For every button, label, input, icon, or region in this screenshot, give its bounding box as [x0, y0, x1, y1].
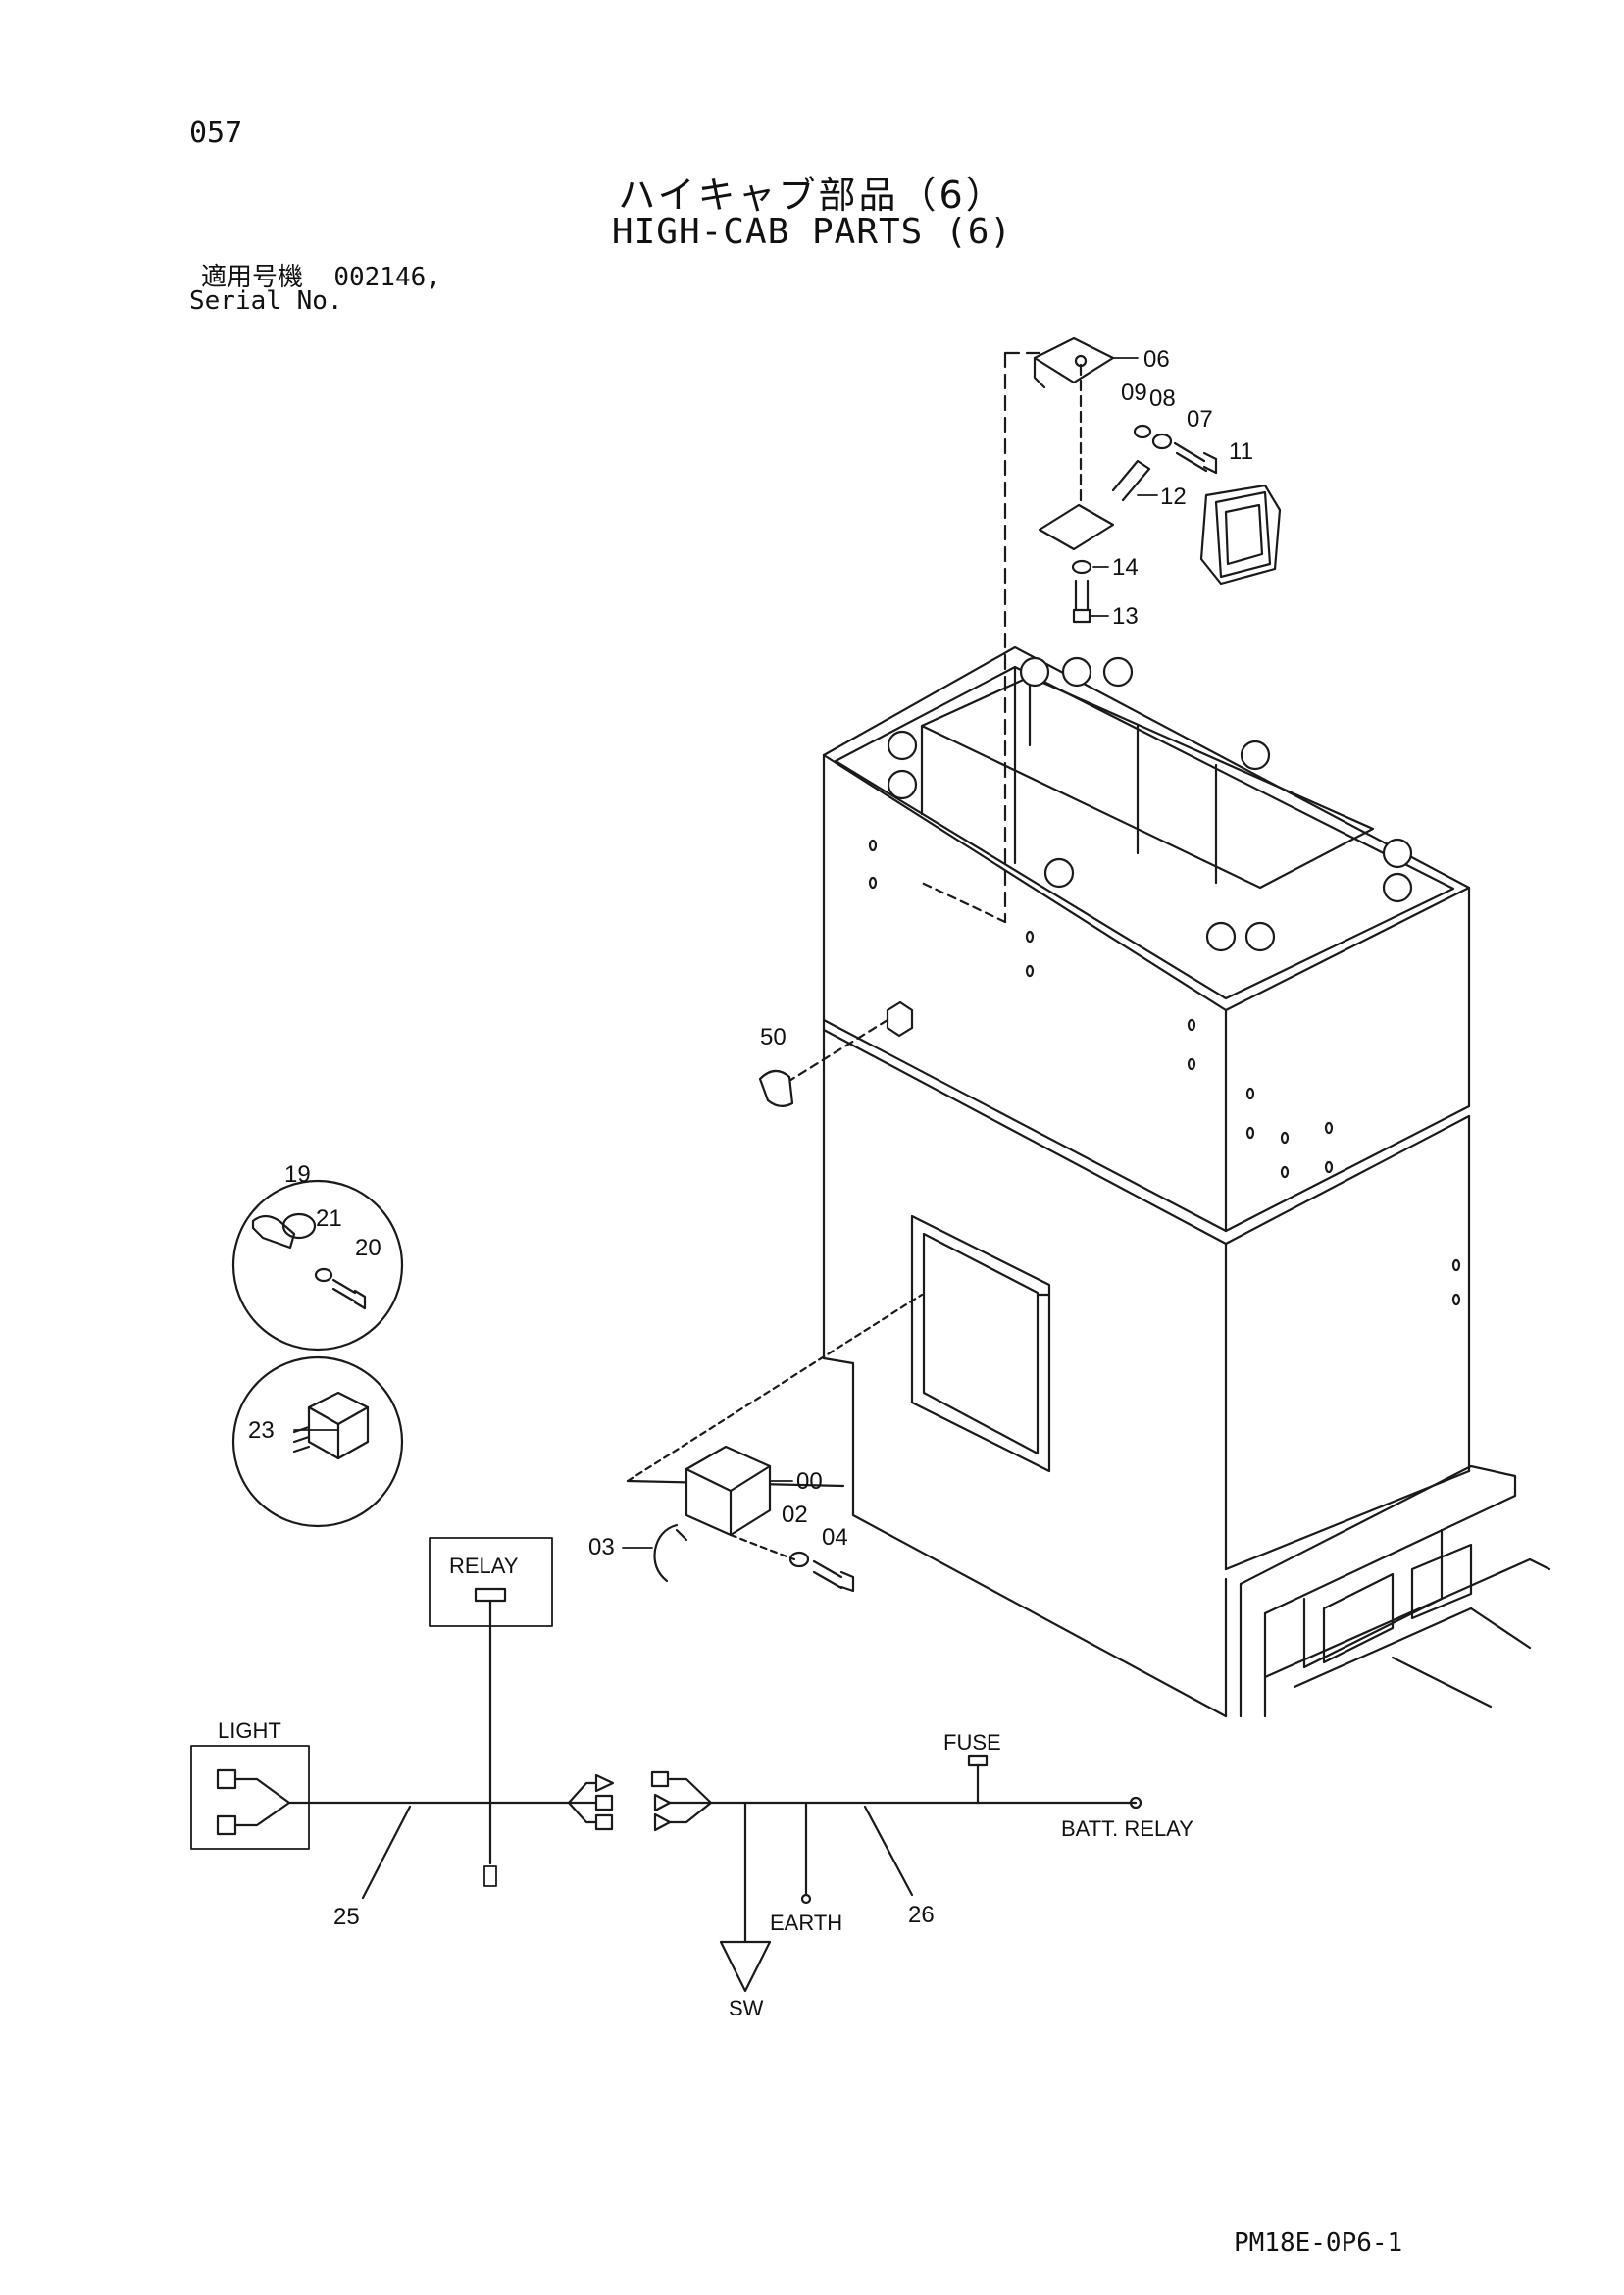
body-holes — [868, 839, 1461, 1306]
callout-13: 13 — [1112, 603, 1139, 630]
callout-07: 07 — [1187, 406, 1213, 433]
callout-25: 25 — [333, 1904, 360, 1930]
part-50-beacon — [758, 1000, 914, 1107]
callout-02: 02 — [782, 1502, 808, 1528]
batt-relay-label: BATT. RELAY — [1061, 1816, 1193, 1841]
callout-08: 08 — [1149, 385, 1176, 412]
fuse-label: FUSE — [943, 1730, 1001, 1755]
callout-14: 14 — [1112, 554, 1139, 581]
serial-line-japanese: 適用号機 002146, — [201, 257, 441, 293]
callout-leaders — [293, 357, 1158, 1549]
callout-11: 11 — [1229, 438, 1253, 465]
inset-clamp-19-21-20 — [231, 1179, 404, 1352]
earth-label: EARTH — [770, 1911, 842, 1935]
top-bolt-clusters — [887, 656, 1413, 952]
cab-body — [822, 645, 1551, 1718]
callout-50: 50 — [760, 1024, 787, 1050]
document-code: PM18E-0P6-1 — [1234, 2228, 1403, 2258]
serial-value: 002146, — [333, 263, 441, 292]
relay-label: RELAY — [449, 1554, 519, 1578]
callout-23: 23 — [248, 1417, 275, 1444]
serial-label-english: Serial No. — [189, 286, 343, 316]
title-japanese: ハイキャブ部品（6） — [618, 174, 1006, 217]
callout-00: 00 — [796, 1468, 823, 1495]
callout-26: 26 — [908, 1902, 935, 1928]
sw-label: SW — [729, 1996, 764, 2020]
callout-04: 04 — [822, 1524, 848, 1551]
part-00-box — [626, 1293, 924, 1593]
page-number: 057 — [189, 116, 243, 150]
light-label: LIGHT — [218, 1718, 281, 1743]
callout-09: 09 — [1121, 380, 1147, 406]
callout-06: 06 — [1143, 346, 1170, 373]
callout-03: 03 — [588, 1534, 615, 1560]
wiring-schematic — [190, 1537, 1142, 1993]
inset-relay-23 — [231, 1355, 404, 1528]
callout-19: 19 — [284, 1161, 311, 1188]
title-english: HIGH-CAB PARTS (6) — [611, 212, 1013, 252]
serial-label-jp: 適用号機 — [201, 263, 304, 292]
callout-20: 20 — [355, 1235, 381, 1261]
callout-21: 21 — [316, 1205, 342, 1232]
callout-12: 12 — [1160, 484, 1187, 510]
